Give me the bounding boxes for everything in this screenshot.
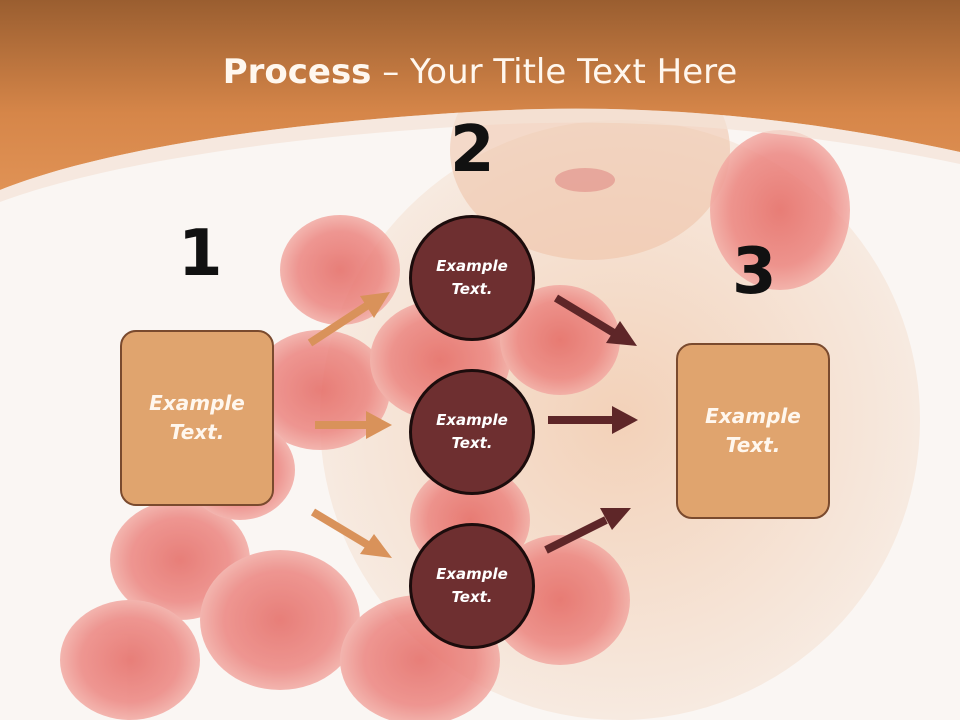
title-bold: Process (222, 52, 372, 92)
step-2-item-3-text: Example Text. (436, 565, 508, 606)
step-2-item-1: Example Text. (409, 215, 535, 341)
arrow-from-item-1 (553, 294, 637, 346)
step-2-item-2: Example Text. (409, 369, 535, 495)
step-3-text: Example Text. (705, 404, 801, 457)
step-1-box: Example Text. (120, 330, 274, 506)
header-band (0, 0, 960, 190)
step-number-1: 1 (178, 217, 223, 291)
step-number-3: 3 (732, 235, 777, 309)
title-rest: – Your Title Text Here (371, 52, 738, 92)
arrow-to-item-1 (307, 292, 390, 347)
arrow-to-item-2 (315, 411, 392, 439)
lips-shape (555, 168, 615, 192)
arrow-to-item-3 (310, 508, 392, 558)
arrow-from-item-3 (544, 508, 631, 554)
step-1-text: Example Text. (149, 391, 245, 444)
step-2-item-2-text: Example Text. (436, 411, 508, 452)
step-3-box: Example Text. (676, 343, 830, 519)
step-2-item-3: Example Text. (409, 523, 535, 649)
arrow-from-item-2 (548, 406, 638, 434)
step-number-2: 2 (450, 113, 495, 187)
step-2-item-1-text: Example Text. (436, 257, 508, 298)
slide-title: Process – Your Title Text Here (0, 52, 960, 92)
